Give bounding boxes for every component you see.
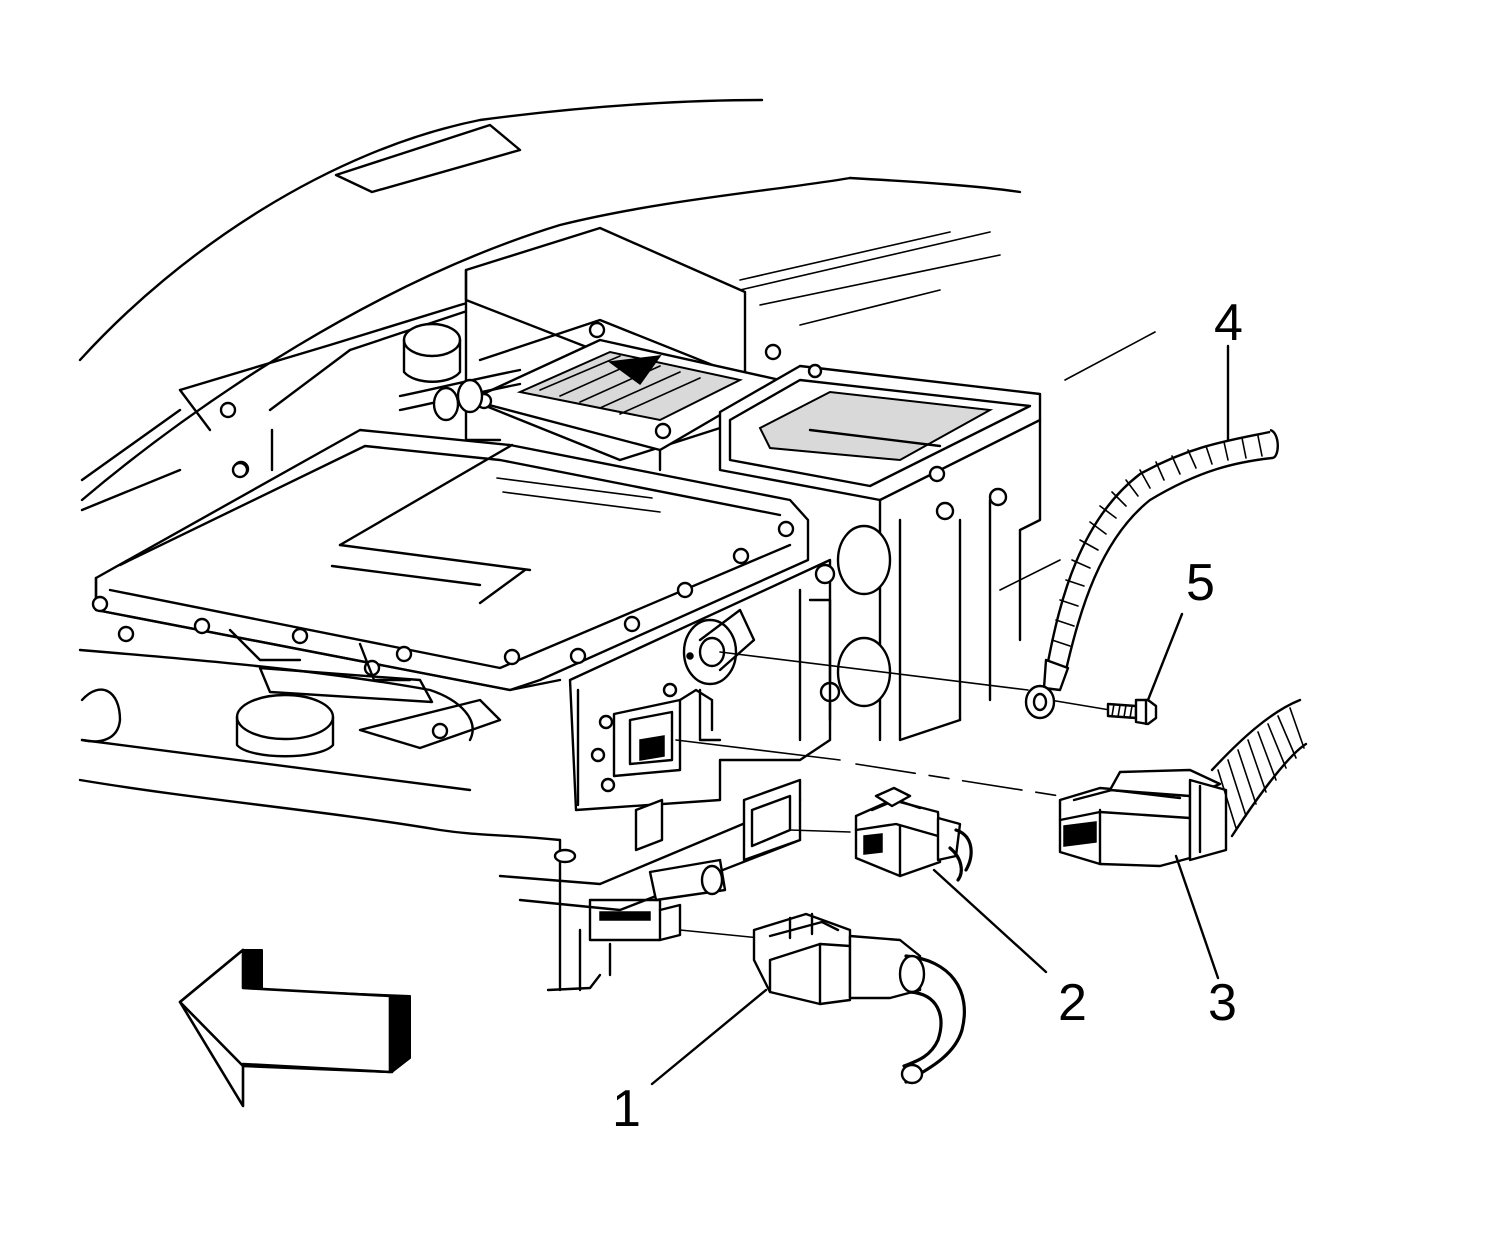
callout-labels: 1 2 3 4 5 [612, 294, 1243, 1138]
callout-3: 3 [1208, 974, 1237, 1032]
callout-1: 1 [612, 1080, 641, 1138]
callout-leaders [650, 344, 1230, 1086]
part-3-large-connector [1058, 698, 1308, 868]
module-connector-upper [612, 688, 722, 778]
front-direction-arrow-icon [178, 948, 411, 1108]
part-4-ground-strap [1024, 428, 1279, 720]
vehicle-body-outline [78, 98, 1156, 591]
part-2-small-connector [854, 786, 973, 882]
right-housing [718, 363, 1042, 742]
conduit-ribs-3 [1217, 707, 1305, 829]
exploded-guide-lines [675, 651, 1111, 939]
module-connector-lower [588, 898, 682, 942]
rear-control-module [464, 226, 782, 472]
callout-4: 4 [1214, 294, 1243, 352]
conduit-ribs-4 [1051, 435, 1263, 647]
part-5-bolt [1106, 698, 1158, 726]
part-1-harness-connector [752, 912, 966, 1085]
inverter-cover [91, 428, 810, 740]
lower-bracket [498, 778, 802, 992]
callout-2: 2 [1058, 974, 1087, 1032]
callout-5: 5 [1186, 554, 1215, 612]
lower-frame [78, 648, 562, 842]
